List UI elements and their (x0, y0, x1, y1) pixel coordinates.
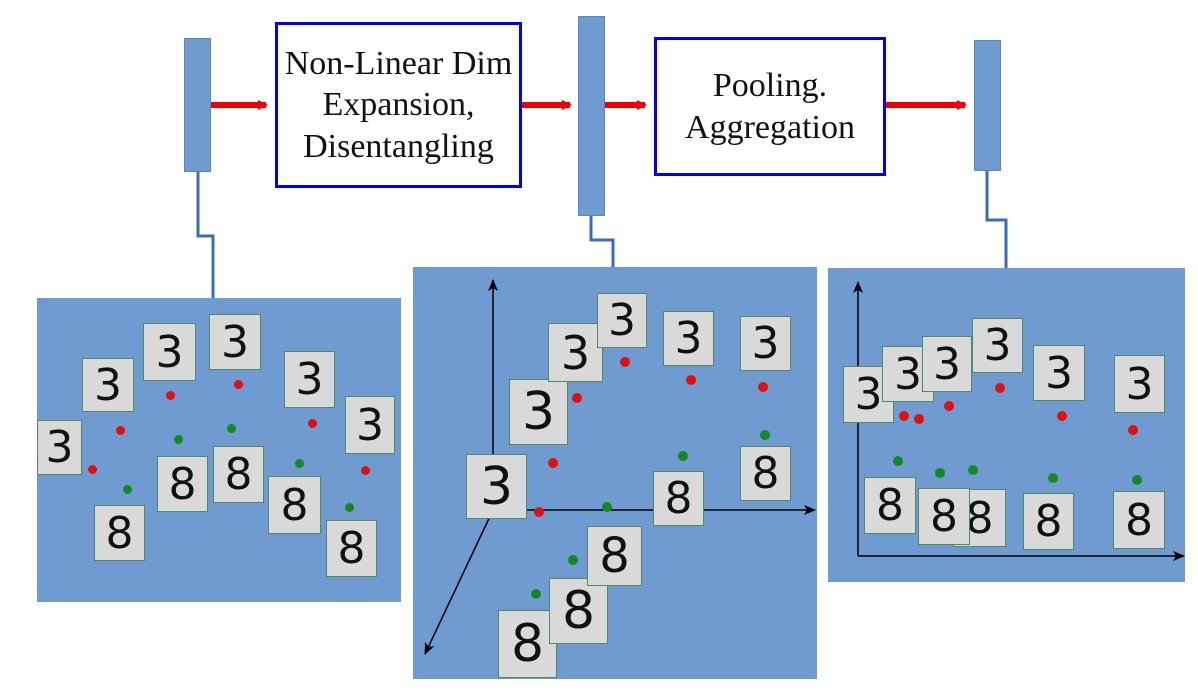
class3-dot (116, 426, 125, 435)
class8-dot (602, 502, 612, 512)
digit-three: 3 (922, 336, 972, 392)
class8-dot (123, 485, 132, 494)
digit-three: 3 (597, 293, 647, 348)
connector-expanded (589, 216, 615, 267)
class8-dot (760, 430, 770, 440)
class3-dot (620, 357, 630, 367)
expansion-box: Non-Linear Dim Expansion, Disentangling (275, 22, 522, 188)
class3-dot (944, 401, 954, 411)
digit-eight: 8 (268, 476, 321, 534)
class3-dot (548, 458, 558, 468)
digit-three: 3 (82, 358, 134, 412)
class3-dot (1128, 425, 1138, 435)
class8-dot (968, 465, 978, 475)
class8-dot (1132, 475, 1142, 485)
input-feature-vector (184, 38, 211, 172)
digit-eight: 8 (918, 488, 970, 545)
digit-three: 3 (466, 454, 527, 519)
class3-dot (534, 507, 544, 517)
digit-three: 3 (209, 314, 261, 370)
digit-three: 3 (740, 316, 791, 371)
digit-eight: 8 (1023, 493, 1074, 550)
class8-dot (568, 555, 578, 565)
digit-eight: 8 (653, 471, 704, 526)
digit-three: 3 (509, 379, 568, 445)
class3-dot (686, 375, 696, 385)
class3-dot (166, 391, 175, 400)
class8-dot (1048, 473, 1058, 483)
digit-three: 3 (37, 420, 82, 475)
digit-eight: 8 (498, 610, 557, 678)
class8-dot (678, 451, 688, 461)
class8-dot (935, 468, 945, 478)
mid-z-axis (424, 509, 494, 655)
digit-three: 3 (345, 396, 395, 454)
digit-three: 3 (1033, 345, 1085, 401)
digit-three: 3 (663, 311, 714, 366)
class3-dot (88, 465, 97, 474)
digit-three: 3 (284, 351, 335, 408)
digit-eight: 8 (549, 578, 608, 644)
class3-dot (914, 414, 924, 424)
class3-dot (995, 383, 1005, 393)
pooled-feature-vector (974, 40, 1001, 171)
connector-input (196, 172, 215, 298)
class3-dot (361, 466, 370, 475)
class3-dot (308, 419, 317, 428)
digit-eight: 8 (213, 446, 264, 503)
class3-dot (758, 382, 768, 392)
class8-dot (174, 435, 183, 444)
digit-eight: 8 (740, 446, 791, 501)
pooling-box: Pooling. Aggregation (654, 37, 886, 176)
digit-eight: 8 (94, 505, 145, 561)
digit-eight: 8 (157, 456, 208, 512)
class3-dot (572, 393, 582, 403)
class8-dot (893, 456, 903, 466)
class3-dot (234, 380, 243, 389)
digit-three: 3 (1114, 355, 1165, 413)
connector-pooled (985, 171, 1008, 268)
digit-eight: 8 (587, 526, 642, 586)
digit-eight: 8 (326, 520, 377, 577)
digit-three: 3 (972, 318, 1023, 373)
class8-dot (345, 503, 354, 512)
digit-three: 3 (143, 323, 196, 381)
class8-dot (227, 424, 236, 433)
class3-dot (1057, 411, 1067, 421)
digit-three: 3 (548, 323, 603, 382)
class8-dot (531, 589, 541, 599)
digit-eight: 8 (864, 477, 916, 534)
digit-eight: 8 (1113, 491, 1165, 549)
class3-dot (899, 411, 909, 421)
class8-dot (295, 459, 304, 468)
expanded-feature-vector (578, 16, 605, 216)
